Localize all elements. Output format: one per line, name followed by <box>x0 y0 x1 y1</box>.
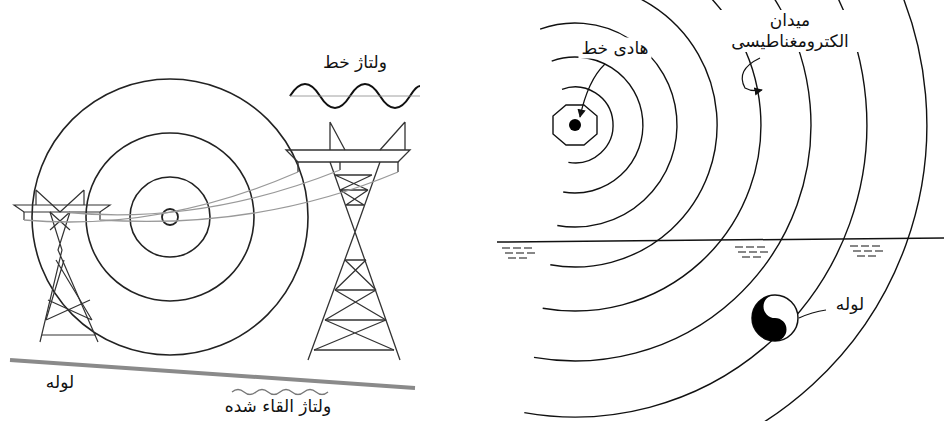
field-arc <box>540 23 677 227</box>
line-conductors <box>24 170 398 222</box>
line-conductor <box>569 119 581 131</box>
ground-surface <box>497 238 944 242</box>
induced-voltage-label: ولتاژ القاء شده <box>222 396 334 417</box>
conductor-octagon <box>553 105 597 145</box>
field-arc <box>497 0 867 417</box>
pipe-dot <box>772 304 778 310</box>
field-lines <box>497 0 927 421</box>
field-arc <box>497 0 811 361</box>
pipe-dot <box>772 327 778 333</box>
pipe-section <box>752 295 798 341</box>
line-voltage-label: ولتاژ خط <box>320 52 390 73</box>
large-tower <box>286 122 410 360</box>
small-tower <box>14 190 110 342</box>
leader-line <box>742 58 762 91</box>
leader-line <box>580 64 605 117</box>
pipe-label: لوله <box>833 294 867 315</box>
field-label: میدان الکترومغناطیسی <box>712 10 868 52</box>
field-arc <box>526 0 717 267</box>
field-arc <box>497 0 927 421</box>
induced-voltage-wave <box>232 390 328 395</box>
leader-line <box>799 310 826 318</box>
field-arc <box>552 57 643 193</box>
conductor-label: هادی خط <box>578 38 651 59</box>
pipe-section-shade <box>752 295 787 341</box>
pipe-label: لوله <box>43 372 77 393</box>
field-circles <box>32 79 308 355</box>
soil-hatch <box>502 246 883 258</box>
line-voltage-wave <box>290 84 420 108</box>
